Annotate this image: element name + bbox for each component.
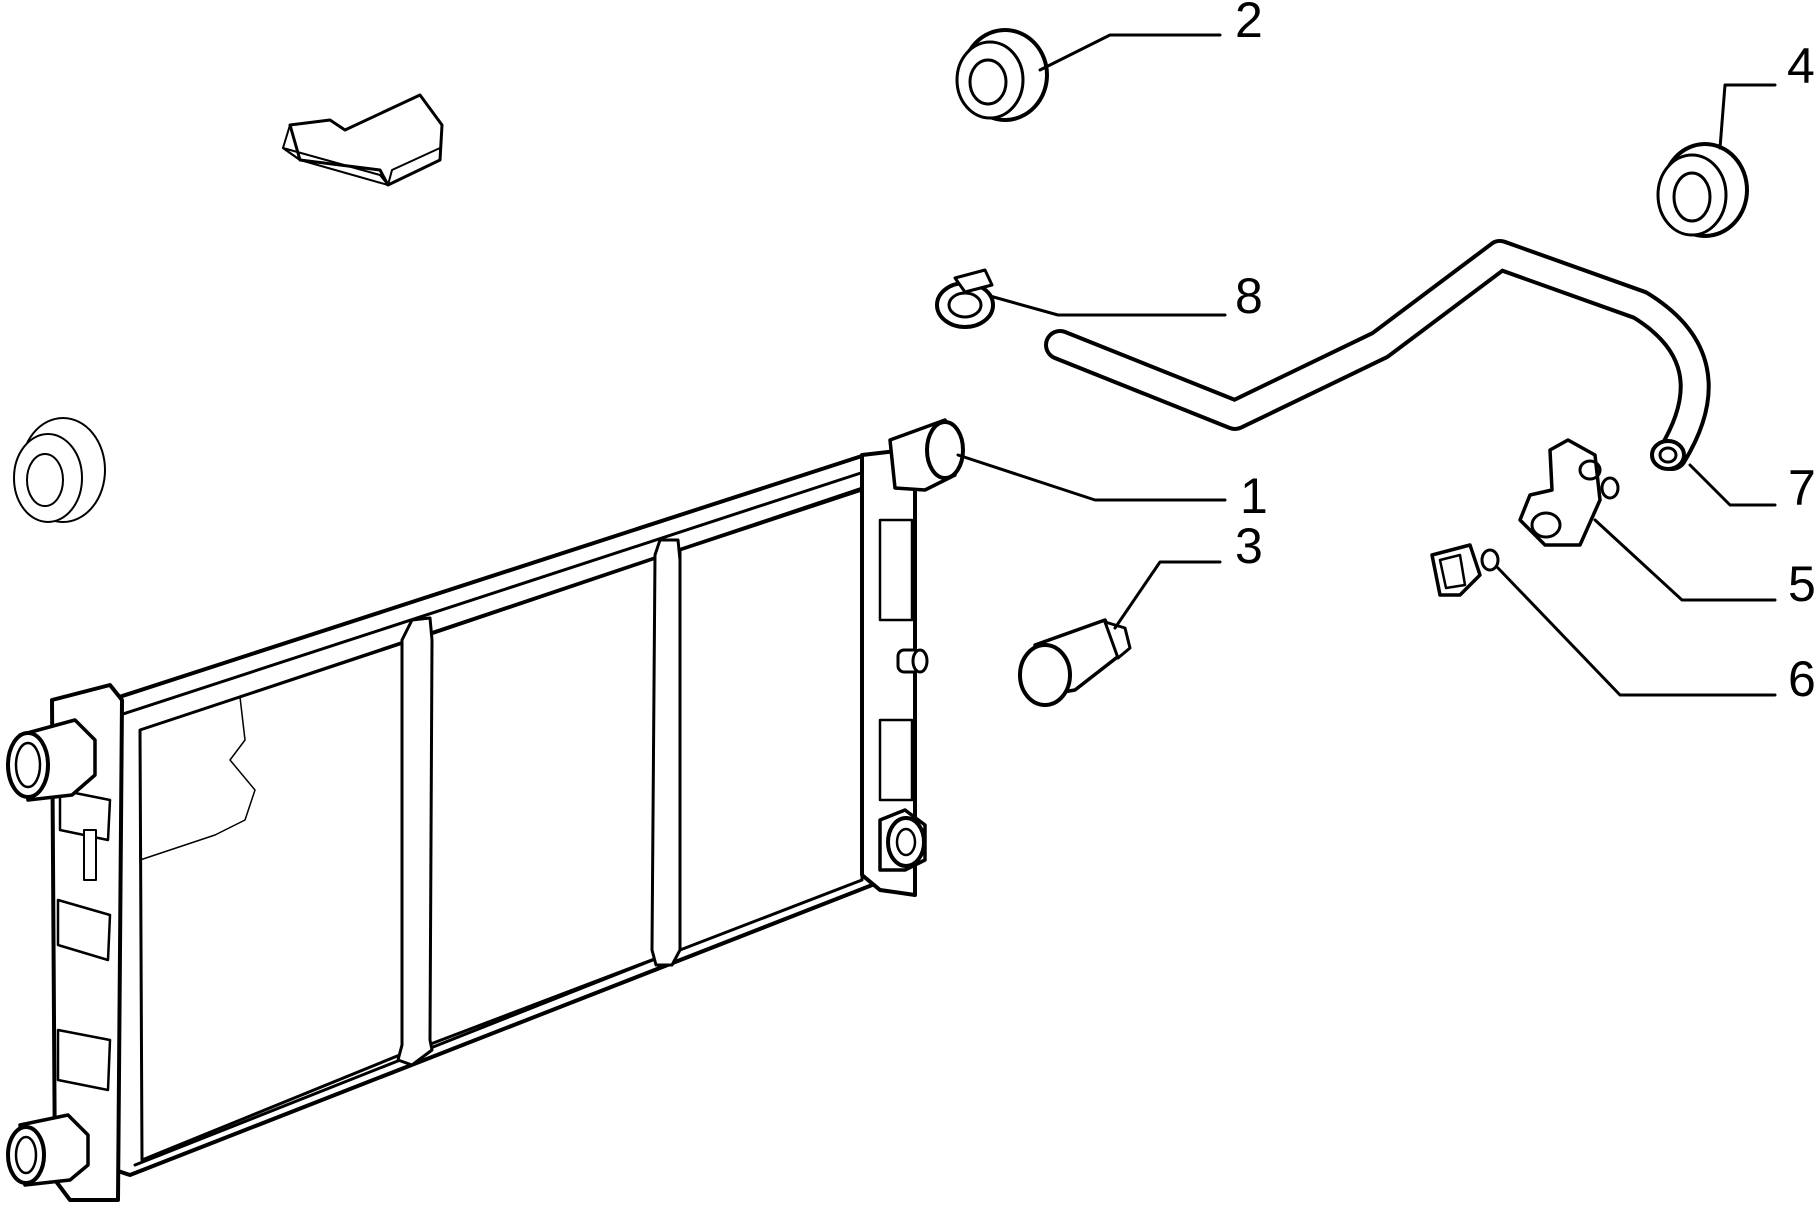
part-6-screw (1430, 543, 1500, 597)
leader-4 (1718, 83, 1777, 150)
leader-2 (1038, 33, 1222, 72)
callout-1: 1 (1240, 468, 1268, 524)
radiator (6, 418, 965, 1202)
part-3-sensor (1018, 618, 1132, 707)
leader-1 (956, 453, 1227, 502)
callout-3: 3 (1235, 518, 1263, 574)
leader-8 (988, 294, 1227, 317)
leader-5 (1593, 518, 1777, 602)
callout-2: 2 (1235, 0, 1263, 48)
grommet-spare (13, 417, 106, 523)
callout-6: 6 (1788, 651, 1816, 707)
callout-4: 4 (1787, 38, 1815, 94)
part-8-hose-clamp (935, 268, 995, 329)
leader-3 (1113, 560, 1222, 630)
part-4-grommet (1656, 142, 1749, 238)
callout-8: 8 (1235, 268, 1263, 324)
callout-7: 7 (1788, 460, 1816, 516)
callout-5: 5 (1788, 556, 1816, 612)
leader-6 (1496, 566, 1777, 697)
leader-7 (1688, 463, 1777, 507)
part-7-hose (1044, 239, 1711, 471)
part-2-grommet (955, 28, 1049, 122)
callout-labels: 1 2 3 4 5 6 7 8 (1235, 0, 1816, 707)
leader-lines (956, 33, 1777, 697)
direction-arrow-icon (282, 93, 444, 187)
part-5-bracket (1518, 438, 1620, 547)
